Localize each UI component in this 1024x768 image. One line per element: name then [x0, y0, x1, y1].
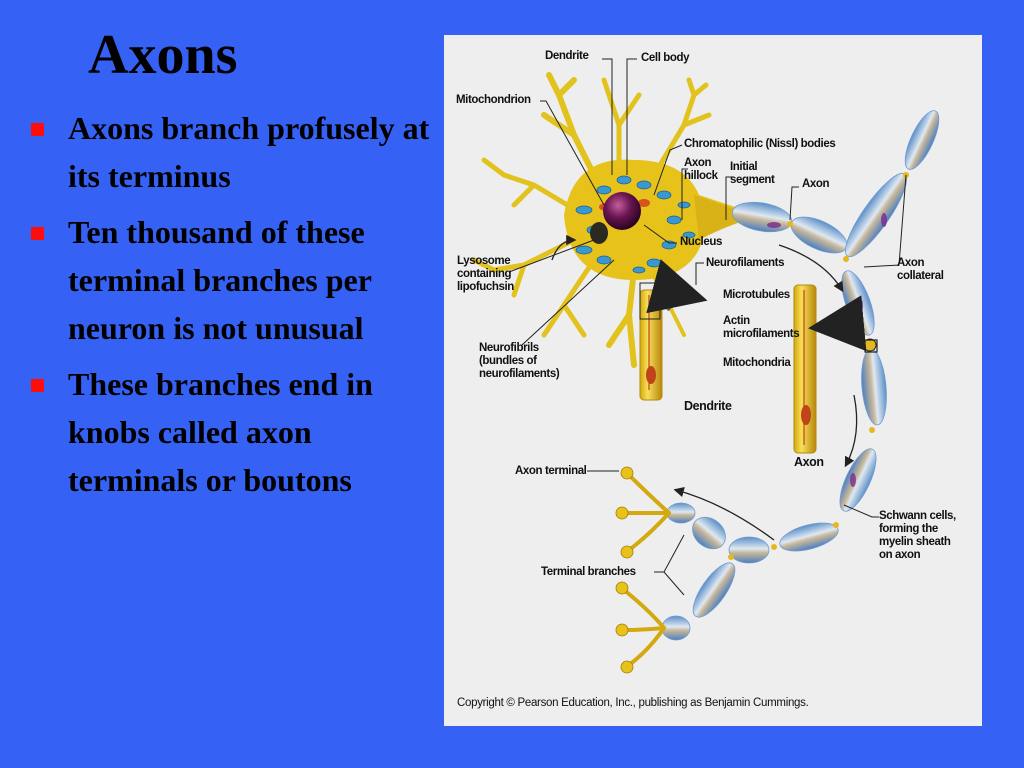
- label-axon-detail: Axon: [794, 455, 824, 469]
- bullet-list: Axons branch profusely at its terminus T…: [30, 104, 430, 512]
- label-leader-lines: [508, 58, 907, 596]
- label-schwann-cells: Schwann cells, forming the myelin sheath…: [879, 510, 956, 561]
- square-bullet-icon: [31, 379, 44, 392]
- copyright-notice: Copyright © Pearson Education, Inc., pub…: [457, 697, 809, 709]
- label-dendrite-detail: Dendrite: [684, 399, 732, 413]
- label-nucleus: Nucleus: [680, 236, 722, 248]
- label-dendrite: Dendrite: [545, 50, 589, 62]
- axon-terminal-knobs: [615, 466, 634, 674]
- label-neurofilaments: Neurofilaments: [706, 257, 785, 269]
- label-microtubules: Microtubules: [723, 289, 790, 301]
- label-initial-segment: Initial segment: [730, 161, 775, 186]
- bullet-text: These branches end in knobs called axon …: [68, 366, 373, 498]
- label-actin-microfilaments: Actin microfilaments: [723, 315, 800, 340]
- label-neurofibrils: Neurofibrils (bundles of neurofilaments): [479, 342, 560, 380]
- label-axon-collateral: Axon collateral: [897, 257, 944, 282]
- label-nissl-bodies: Chromatophilic (Nissl) bodies: [684, 138, 836, 150]
- slide-title: Axons: [88, 24, 238, 86]
- lysosome-shape: [590, 222, 608, 244]
- nucleus-shape: [603, 192, 641, 230]
- bullet-text: Axons branch profusely at its terminus: [68, 110, 430, 194]
- label-terminal-branches: Terminal branches: [541, 566, 636, 578]
- label-lysosome: Lysosome containing lipofuchsin: [457, 255, 514, 293]
- label-axon-hillock: Axon hillock: [684, 157, 718, 182]
- label-cell-body: Cell body: [641, 52, 690, 64]
- square-bullet-icon: [31, 227, 44, 240]
- neuron-diagram: Dendrite Cell body Mitochondrion Chromat…: [444, 35, 982, 726]
- square-bullet-icon: [31, 123, 44, 136]
- label-axon-top: Axon: [802, 178, 830, 190]
- bullet-text: Ten thousand of these terminal branches …: [68, 214, 372, 346]
- label-mitochondrion: Mitochondrion: [456, 94, 531, 106]
- label-mitochondria: Mitochondria: [723, 357, 791, 369]
- bullet-item: Ten thousand of these terminal branches …: [30, 208, 430, 352]
- bullet-item: Axons branch profusely at its terminus: [30, 104, 430, 200]
- bullet-item: These branches end in knobs called axon …: [30, 360, 430, 504]
- label-axon-terminal: Axon terminal: [515, 465, 587, 477]
- axon-detail-cylinder: [793, 284, 817, 454]
- dendrite-branches: [471, 72, 712, 368]
- neuron-illustration: [471, 58, 940, 674]
